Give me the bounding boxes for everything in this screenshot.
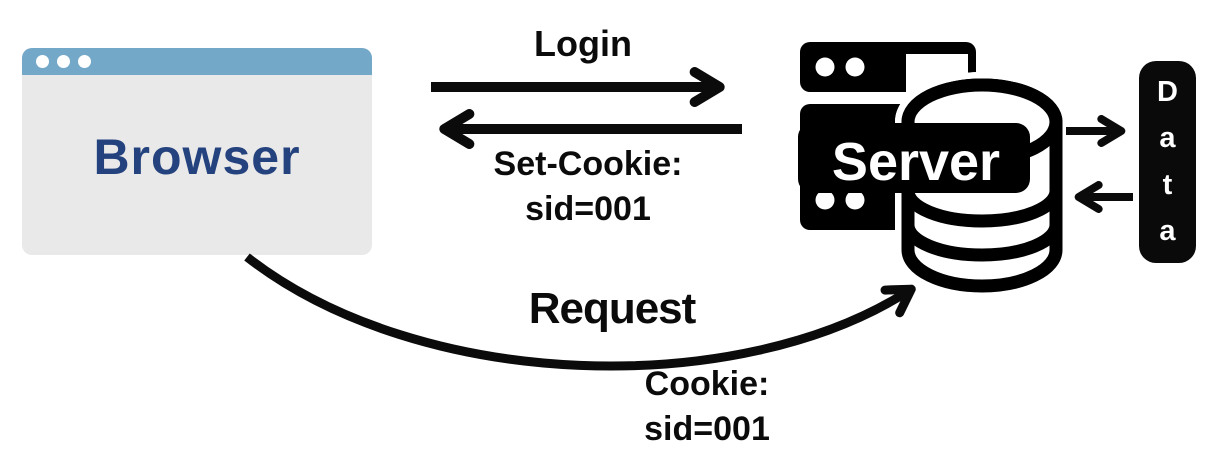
browser-body: Browser [22,75,372,255]
set-cookie-label-line1: Set-Cookie: [493,145,683,183]
request-label: Request [528,284,697,333]
cookie-label-line2: sid=001 [644,410,770,448]
data-store-letter: D [1157,76,1178,109]
server-icon: Server [798,42,1069,299]
server-label: Server [832,132,1000,192]
window-dot-icon [36,55,49,68]
window-dot-icon [57,55,70,68]
browser-titlebar [22,48,372,75]
server-label-band [798,123,1030,193]
data-store-letter: a [1159,214,1176,247]
cookie-label-line1: Cookie: [644,365,770,403]
browser-label: Browser [93,129,301,185]
set-cookie-label-line2: sid=001 [525,190,651,228]
request-arrow [244,253,916,371]
data-store: D a t a [1139,61,1196,263]
browser-window: Browser [22,48,372,255]
login-label: Login [534,23,632,64]
data-store-letter: t [1162,168,1173,201]
data-store-letter: a [1159,122,1176,155]
window-dot-icon [78,55,91,68]
